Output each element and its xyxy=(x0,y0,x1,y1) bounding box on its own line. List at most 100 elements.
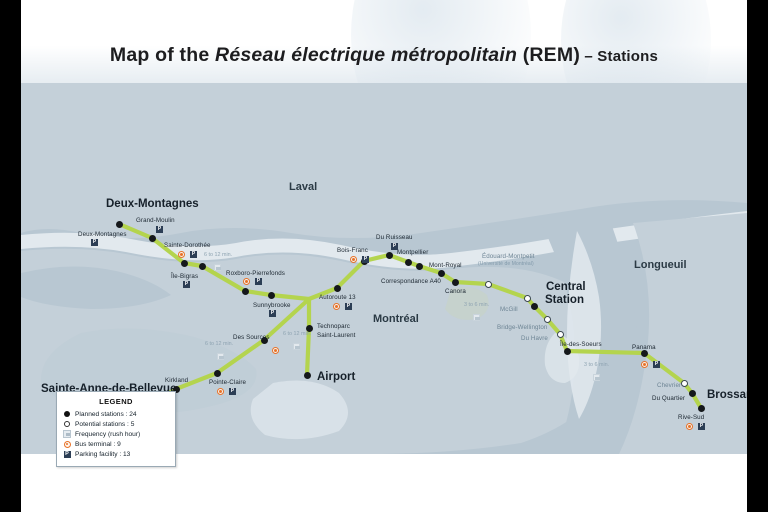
frequency-label-sainte-dorothee: 6 to 12 min. xyxy=(204,252,233,258)
station-dot-du-ruisseau[interactable] xyxy=(386,252,393,259)
station-dot-ile-bigras[interactable] xyxy=(199,263,206,270)
frequency-icon-mcgill xyxy=(473,314,480,321)
station-dot-mcgill[interactable] xyxy=(524,295,531,302)
station-dot-correspondance-a40[interactable] xyxy=(416,263,423,270)
station-dot-rive-sud[interactable] xyxy=(698,405,705,412)
title-before: Map of the xyxy=(109,44,216,66)
station-label-bois-franc: Bois-Franc xyxy=(337,247,368,254)
legend-item-planned-stations: Planned stations : 24 xyxy=(63,410,169,418)
frequency-icon xyxy=(63,430,71,438)
frequency-label-panama: 3 to 6 min. xyxy=(584,362,610,368)
station-dot-central-station[interactable] xyxy=(531,303,538,310)
slide-header: Map of the Réseau électrique métropolita… xyxy=(21,0,747,83)
legend-item-bus-terminal: Bus terminal : 9 xyxy=(63,440,169,448)
frequency-label-des-sources: 6 to 12 min. xyxy=(283,331,312,337)
station-dot-chevrier[interactable] xyxy=(681,380,688,387)
station-dot-pointe-claire[interactable] xyxy=(214,370,221,377)
station-dot-des-sources[interactable] xyxy=(261,337,268,344)
station-dot-sunnybrooke[interactable] xyxy=(268,292,275,299)
station-label-technoparc-line1: Technoparc xyxy=(317,323,350,330)
station-label-edouard-montpetit: Édouard-Montpetit xyxy=(482,253,535,260)
parking-icon-ile-bigras: P xyxy=(183,281,190,288)
bus-terminal-icon-sainte-dorothee xyxy=(178,251,185,258)
frequency-label-roxboro: 6 to 12 min. xyxy=(205,341,234,347)
legend-item-parking: P Parking facility : 13 xyxy=(63,450,169,458)
station-dot-mont-royal[interactable] xyxy=(438,270,445,277)
station-dot-autoroute-13[interactable] xyxy=(334,285,341,292)
station-dot-airport[interactable] xyxy=(304,372,311,379)
station-label-sainte-dorothee: Sainte-Dorothée xyxy=(164,242,211,249)
station-label-panama: Panama xyxy=(632,344,656,351)
filled-circle-icon xyxy=(63,410,71,418)
station-label-montpelier: Montpellier xyxy=(397,249,429,256)
station-label-canora: Canora xyxy=(445,288,466,295)
legend-item-potential-stations: Potential stations : 5 xyxy=(63,420,169,428)
legend-label-parking: Parking facility : 13 xyxy=(75,450,131,458)
station-label-pointe-claire: Pointe-Claire xyxy=(209,379,247,386)
parking-icon-roxboro-pierrefonds: P xyxy=(255,278,262,285)
bus-terminal-icon-des-sources xyxy=(272,347,279,354)
bus-terminal-icon xyxy=(63,440,71,448)
terminus-deux-montagnes: Deux-Montagnes xyxy=(106,198,199,210)
frequency-icon-des-sources xyxy=(293,343,300,350)
title-suffix: – Stations xyxy=(580,48,659,65)
legend-item-frequency: Frequency (rush hour) xyxy=(63,430,169,438)
parking-icon-sunnybrooke: P xyxy=(269,310,276,317)
station-dot-sainte-dorothee[interactable] xyxy=(181,260,188,267)
frequency-icon-panama xyxy=(593,374,600,381)
station-label-sunnybrooke: Sunnybrooke xyxy=(253,302,291,309)
station-label-ile-bigras: Île-Bigras xyxy=(171,273,199,280)
station-label-du-quartier: Du Quartier xyxy=(652,395,686,402)
station-label-bridge-wellington: Bridge-Wellington xyxy=(497,324,548,331)
frequency-label-mcgill: 3 to 6 min. xyxy=(464,302,490,308)
bus-terminal-icon-pointe-claire xyxy=(217,388,224,395)
header-swoosh-right xyxy=(561,0,711,83)
station-dot-du-havre[interactable] xyxy=(557,331,564,338)
region-label-laval: Laval xyxy=(289,181,318,193)
station-label-deux-montagnes: Deux-Montagnes xyxy=(78,231,127,238)
station-dot-technoparc-saint-laurent[interactable] xyxy=(306,325,313,332)
frequency-icon-sainte-dorothee xyxy=(214,264,221,271)
parking-icon-sainte-dorothee: P xyxy=(190,251,197,258)
region-label-longueuil: Longueuil xyxy=(634,259,687,271)
bus-terminal-icon-autoroute-13 xyxy=(333,303,340,310)
terminus-brossard: Brossard xyxy=(707,389,747,401)
station-dot-grand-moulin[interactable] xyxy=(149,235,156,242)
parking-icon-du-ruisseau: P xyxy=(391,243,398,250)
station-label-mcgill: McGill xyxy=(500,306,518,313)
station-dot-bridge-wellington[interactable] xyxy=(544,316,551,323)
parking-icon-rive-sud: P xyxy=(698,423,705,430)
station-label-edouard-montpetit-sub: (Université de Montréal) xyxy=(478,261,534,267)
legend-label-bus-terminal: Bus terminal : 9 xyxy=(75,440,121,448)
station-dot-ile-des-soeurs[interactable] xyxy=(564,348,571,355)
station-dot-kirkland[interactable] xyxy=(173,386,180,393)
frequency-icon-roxboro xyxy=(217,353,224,360)
region-label-montreal: Montréal xyxy=(373,313,419,325)
header-swoosh-left xyxy=(351,0,531,83)
station-label-grand-moulin: Grand-Moulin xyxy=(136,217,175,224)
station-label-correspondance-a40: Correspondance A40 xyxy=(381,278,441,285)
parking-icon: P xyxy=(63,450,71,458)
bus-terminal-icon-bois-franc xyxy=(350,256,357,263)
legend-label-planned-stations: Planned stations : 24 xyxy=(75,410,137,418)
station-dot-canora[interactable] xyxy=(452,279,459,286)
station-label-rive-sud: Rive-Sud xyxy=(678,414,705,421)
station-dot-deux-montagnes[interactable] xyxy=(116,221,123,228)
station-dot-edouard-montpetit[interactable] xyxy=(485,281,492,288)
station-label-autoroute-13: Autoroute 13 xyxy=(319,294,356,301)
station-dot-du-quartier[interactable] xyxy=(689,390,696,397)
station-label-kirkland: Kirkland xyxy=(165,377,189,384)
station-dot-roxboro-pierrefonds[interactable] xyxy=(242,288,249,295)
station-label-roxboro-pierrefonds: Roxboro-Pierrefonds xyxy=(226,270,285,277)
legend-label-frequency: Frequency (rush hour) xyxy=(75,430,141,438)
hollow-circle-icon xyxy=(63,420,71,428)
page-title: Map of the Réseau électrique métropolita… xyxy=(21,44,747,67)
station-label-chevrier: Chevrier xyxy=(657,382,682,389)
legend-label-potential-stations: Potential stations : 5 xyxy=(75,420,135,428)
bus-terminal-icon-panama xyxy=(641,361,648,368)
station-dot-panama[interactable] xyxy=(641,350,648,357)
station-dot-montpelier[interactable] xyxy=(405,259,412,266)
title-after: (REM) xyxy=(517,44,581,66)
station-label-du-havre: Du Havre xyxy=(521,335,548,342)
terminus-central-station-line1: Central xyxy=(546,281,586,293)
